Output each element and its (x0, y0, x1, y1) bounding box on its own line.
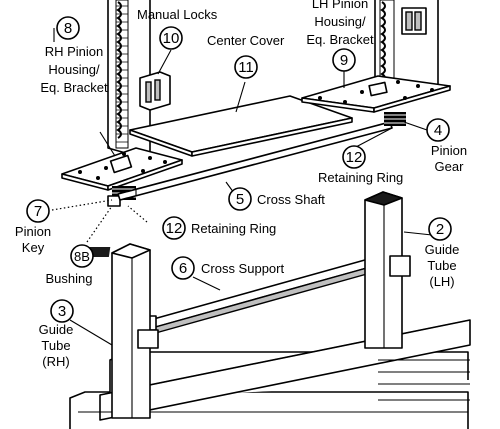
callout-2-label-line3: (LH) (429, 274, 454, 289)
callout-7-label-line2: Key (22, 240, 45, 255)
callout-7: 7 Pinion Key (15, 199, 51, 255)
callout-8b-label: Bushing (46, 271, 93, 286)
left-rack-panel (107, 0, 151, 161)
callout-5-number: 5 (236, 191, 244, 208)
callout-2-label-line1: Guide (425, 242, 460, 257)
callout-6-label: Cross Support (201, 261, 284, 276)
guide-tube-lh (364, 191, 411, 349)
callout-5: 5 Cross Shaft (228, 187, 325, 211)
callout-9-label-line2: Housing/ (314, 14, 366, 29)
callout-12-upper-number: 12 (346, 149, 363, 166)
cross-shaft (117, 121, 393, 201)
callout-8b-number: 8B (74, 249, 90, 264)
callout-8-label-line1: RH Pinion (45, 44, 104, 59)
callout-5-label: Cross Shaft (257, 192, 325, 207)
callout-4: 4 Pinion Gear (426, 118, 467, 174)
callout-4-number: 4 (434, 122, 442, 139)
callout-2-number: 2 (436, 221, 444, 238)
guide-tube-rh (80, 243, 159, 419)
callout-9-label-line3: Eq. Bracket (306, 32, 374, 47)
callout-8b: 8B Bushing (46, 244, 94, 286)
lh-pinion-housing (301, 75, 451, 126)
manual-lock (139, 71, 171, 111)
callout-10: Manual Locks 10 (137, 7, 218, 50)
callout-9-number: 9 (340, 52, 348, 69)
callout-9-label-line1: LH Pinion (312, 0, 368, 11)
callout-10-label: Manual Locks (137, 7, 218, 22)
callout-4-label-line1: Pinion (431, 143, 467, 158)
callout-11-number: 11 (238, 59, 254, 76)
callout-12-upper-label: Retaining Ring (318, 170, 403, 185)
callout-11-label: Center Cover (207, 33, 285, 48)
callout-8-label-line3: Eq. Bracket (40, 80, 108, 95)
callout-8-label-line2: Housing/ (48, 62, 100, 77)
callout-7-number: 7 (34, 203, 42, 220)
callout-12-lower-label: Retaining Ring (191, 221, 276, 236)
callout-3: 3 Guide Tube (RH) (39, 299, 74, 369)
callout-6: 6 Cross Support (171, 256, 284, 280)
callout-12-lower-number: 12 (166, 220, 183, 237)
callout-2-label-line2: Tube (427, 258, 456, 273)
callout-8: 8 RH Pinion Housing/ Eq. Bracket (40, 16, 108, 95)
callout-8-number: 8 (64, 20, 72, 37)
callout-3-label-line1: Guide (39, 322, 74, 337)
callout-9: LH Pinion Housing/ Eq. Bracket 9 (306, 0, 374, 72)
callout-3-label-line3: (RH) (42, 354, 69, 369)
callout-3-label-line2: Tube (41, 338, 70, 353)
callout-2: 2 Guide Tube (LH) (425, 217, 460, 289)
right-rack-panel (374, 0, 439, 93)
callout-4-label-line2: Gear (435, 159, 465, 174)
callout-12-lower: 12 Retaining Ring (162, 216, 276, 240)
center-cover (129, 95, 353, 157)
callout-10-number: 10 (163, 30, 180, 47)
callout-7-label-line1: Pinion (15, 224, 51, 239)
callout-6-number: 6 (179, 260, 187, 277)
callout-11: Center Cover 11 (207, 33, 285, 79)
callout-3-number: 3 (58, 303, 66, 320)
callout-12-upper: 12 Retaining Ring (318, 145, 403, 185)
